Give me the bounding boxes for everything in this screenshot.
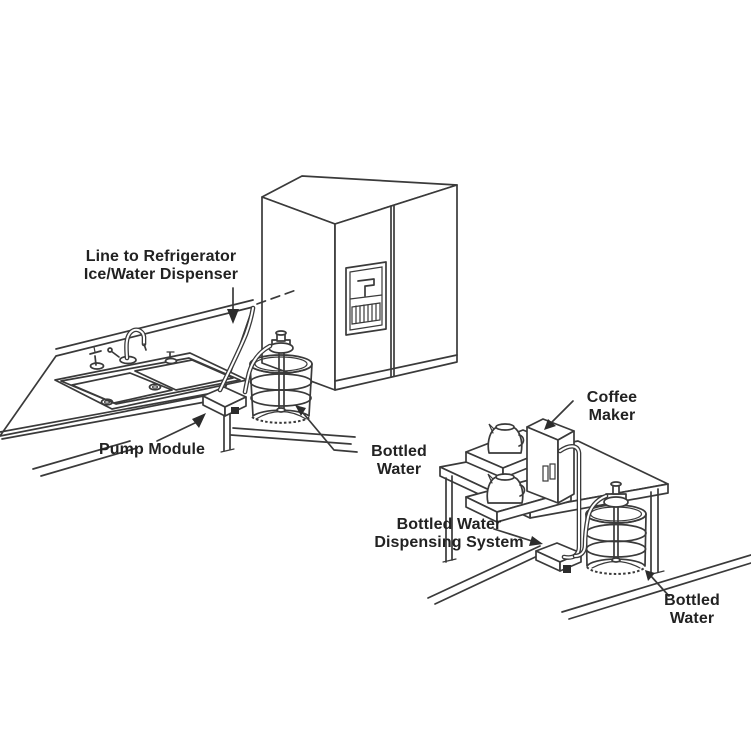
label-bottled-water-right: Bottled Water [664,592,720,628]
hidden-supply-line [256,288,300,305]
label-line-to-refrigerator: Line to Refrigerator Ice/Water Dispenser [83,248,239,284]
floor-right [427,545,751,620]
label-bottled-water-left: Bottled Water [371,443,427,479]
kitchen-sink [54,352,248,410]
water-bottle-right [585,481,647,575]
faucet [107,327,147,365]
label-dispensing-system: Bottled Water Dispensing System [374,516,524,552]
supply-tubes-left [217,305,273,395]
ice-water-dispenser [345,261,387,336]
label-coffee-maker: Coffee Maker [586,389,638,425]
water-bottle-left [249,330,313,424]
sink-sprayer [89,346,105,370]
floor-left [32,427,356,477]
leader-arrows [156,287,670,597]
pump-module-left [202,386,247,417]
refrigerator [261,175,458,391]
soap-dispenser [164,351,178,365]
label-pump-module: Pump Module [99,441,205,458]
supply-tubes-right [557,444,609,560]
